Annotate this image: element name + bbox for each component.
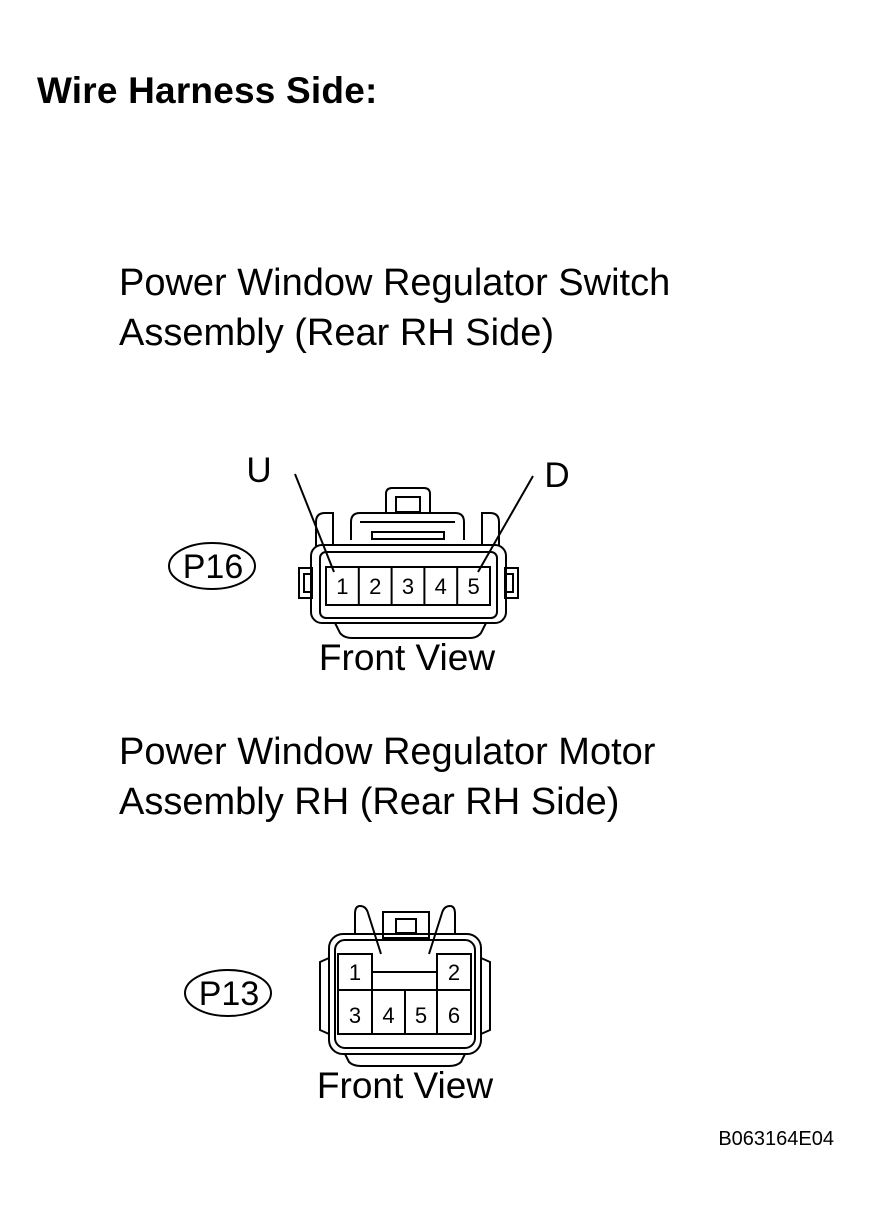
switch-pin-5: 5 xyxy=(467,574,479,599)
motor-pin-3: 3 xyxy=(349,1003,361,1028)
terminal-d-label: D xyxy=(544,456,569,495)
switch-pin-1: 1 xyxy=(336,574,348,599)
motor-pin-5: 5 xyxy=(415,1003,427,1028)
motor-pin-1: 1 xyxy=(349,960,361,985)
motor-connector-title-line1: Power Window Regulator Motor xyxy=(119,731,656,773)
motor-connector-pins: 1 2 3 4 5 6 xyxy=(349,960,460,1028)
switch-pin-4: 4 xyxy=(435,574,447,599)
switch-connector xyxy=(294,473,534,639)
switch-connector-pins: 1 2 3 4 5 xyxy=(336,574,479,599)
tag-label-p16: P16 xyxy=(183,548,244,586)
terminal-u-leader xyxy=(294,473,335,573)
terminal-u-label: U xyxy=(246,451,271,490)
switch-pin-3: 3 xyxy=(402,574,414,599)
motor-pin-6: 6 xyxy=(448,1003,460,1028)
motor-front-view-label: Front View xyxy=(317,1065,493,1106)
tag-ellipse-p13 xyxy=(184,969,272,1017)
switch-connector-title-line1: Power Window Regulator Switch xyxy=(119,262,671,304)
figure-id: B063164E04 xyxy=(718,1128,834,1150)
motor-pin-2: 2 xyxy=(448,960,460,985)
switch-connector-tag: P16 xyxy=(168,542,256,590)
switch-front-view-label: Front View xyxy=(319,637,495,678)
switch-connector-title-line2: Assembly (Rear RH Side) xyxy=(119,312,554,354)
switch-pin-2: 2 xyxy=(369,574,381,599)
tag-ellipse-p16 xyxy=(168,542,256,590)
motor-connector-title: Power Window Regulator Motor Assembly RH… xyxy=(119,727,655,827)
tag-label-p13: P13 xyxy=(199,975,260,1013)
motor-connector xyxy=(319,904,491,1067)
switch-connector-title: Power Window Regulator Switch Assembly (… xyxy=(119,258,670,358)
heading: Wire Harness Side: xyxy=(37,70,378,111)
terminal-d-leader xyxy=(477,475,534,573)
motor-connector-tag: P13 xyxy=(184,969,272,1017)
motor-pin-4: 4 xyxy=(382,1003,394,1028)
motor-connector-title-line2: Assembly RH (Rear RH Side) xyxy=(119,781,620,823)
